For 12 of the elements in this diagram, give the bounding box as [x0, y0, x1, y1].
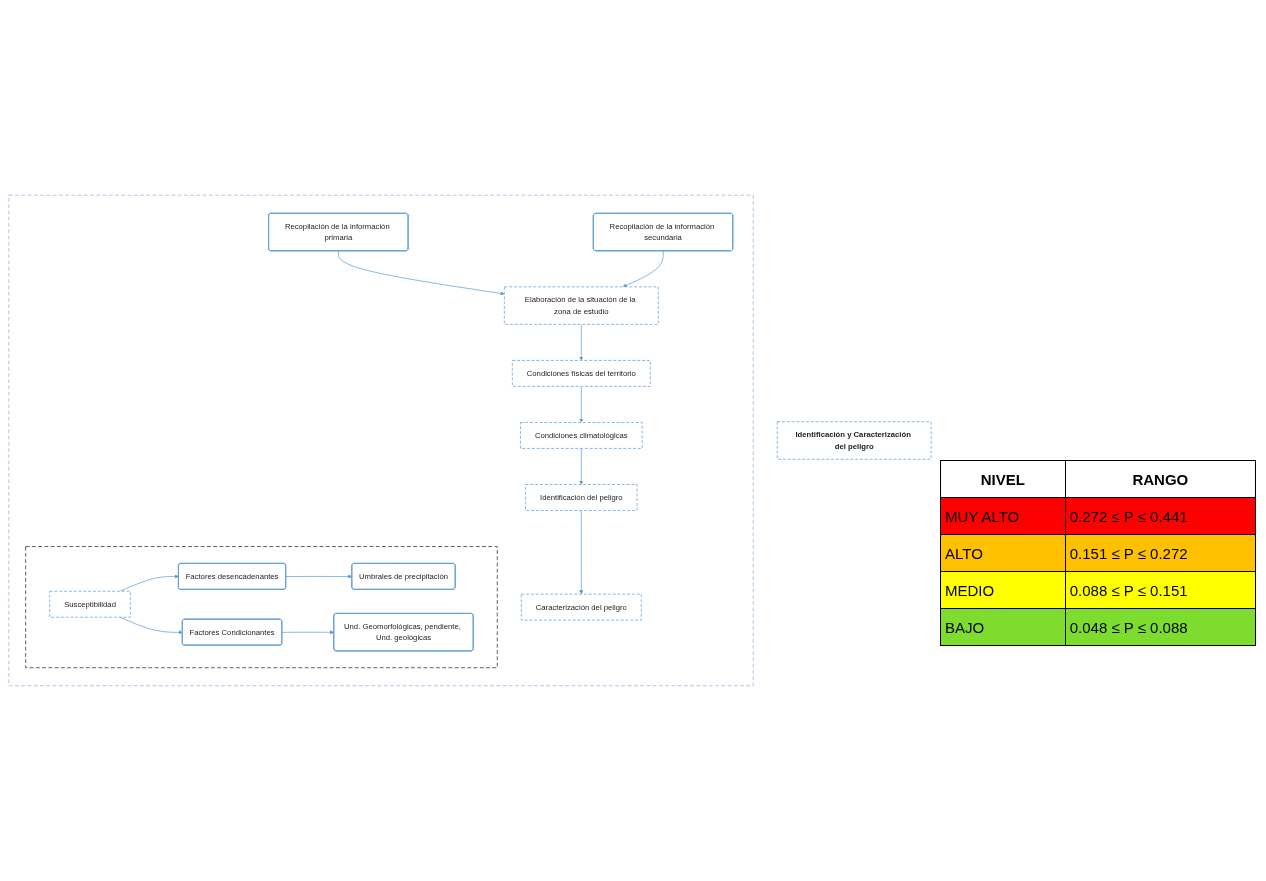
cluster: [25, 546, 498, 669]
table-cell: BAJO: [940, 608, 1066, 646]
cluster: [8, 194, 754, 687]
table-cell: ALTO: [940, 534, 1066, 572]
table-cell: 0.272 ≤ P ≤ 0.441: [1065, 497, 1256, 535]
table-cell: 0.151 ≤ P ≤ 0.272: [1065, 534, 1256, 572]
table-cell: 0.048 ≤ P ≤ 0.088: [1065, 608, 1256, 646]
column-header: RANGO: [1065, 460, 1256, 498]
table-cell: 0.088 ≤ P ≤ 0.151: [1065, 571, 1256, 609]
table-cell: MEDIO: [940, 571, 1066, 609]
table-cell: MUY ALTO: [940, 497, 1066, 535]
column-header: NIVEL: [940, 460, 1066, 498]
